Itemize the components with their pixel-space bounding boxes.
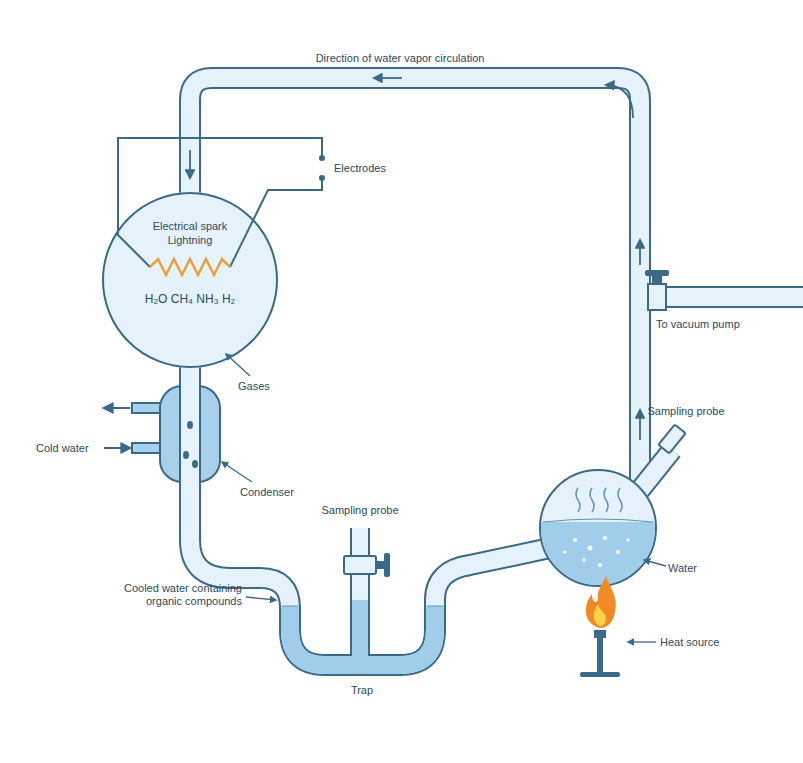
water-label: Water [668, 562, 697, 575]
boiling-flask-part-part [582, 558, 586, 562]
boiling-flask-part [543, 519, 653, 522]
trap-liquid-part [352, 600, 368, 665]
heat-source-label: Heat source [660, 636, 719, 649]
trap-valve-part [376, 561, 384, 569]
sampling-probe-label: Sampling probe [321, 504, 398, 517]
electrode-terminals-part [319, 175, 325, 181]
burner-part [597, 638, 603, 674]
boiling-flask-part-part [616, 550, 620, 554]
condenser-jacket-part [183, 451, 189, 459]
boiling-flask-part [658, 424, 685, 453]
return-tube-part [190, 360, 550, 665]
vacuum-valve-part [652, 276, 662, 284]
condenser-jacket [132, 380, 220, 488]
return-tube-part [352, 528, 368, 665]
condenser-jacket-part [132, 443, 162, 453]
flow-direction-label: Direction of water vapor circulation [316, 52, 485, 65]
flow-arrows-part [639, 410, 641, 440]
condenser-jacket-part [181, 380, 199, 488]
return-tube-part [350, 528, 370, 665]
return-tube [190, 360, 550, 665]
boiling-flask-part-part [563, 550, 566, 553]
boiling-flask-part [576, 488, 622, 512]
boiling-flask-part-part [603, 536, 607, 540]
boiling-flask-part-part [573, 538, 577, 542]
spark-label: Electrical spark Lightning [135, 220, 245, 248]
burner-part [580, 672, 620, 677]
electrode-wires-part [230, 180, 322, 267]
condenser-jacket-part [192, 460, 198, 468]
flow-arrows [190, 78, 640, 440]
spark-zigzag-part [150, 259, 230, 275]
electrode-terminals [319, 155, 325, 181]
boiling-flask-part [640, 450, 672, 490]
trap-liquid-part [282, 606, 443, 607]
sampling-probe-label: Sampling probe [647, 405, 724, 418]
water-flow-arrows-part [104, 447, 130, 449]
burner-part [594, 604, 606, 626]
leader-lines-part [246, 597, 276, 600]
spark-chamber-part [102, 192, 278, 368]
leader-lines-part [628, 641, 656, 642]
burner-part [594, 630, 606, 638]
boiling-flask-part [563, 536, 629, 567]
electrodes-label: Electrodes [334, 162, 386, 175]
cold-water-label: Cold water [36, 442, 89, 455]
water-flow-arrows [104, 408, 130, 448]
condenser-jacket-part [187, 421, 193, 429]
burner-part [586, 576, 616, 628]
flow-arrows-part [189, 150, 191, 178]
condenser-jacket-part [132, 403, 162, 413]
boiling-flask-part [640, 450, 672, 490]
trap-valve [344, 553, 390, 577]
flow-arrows-part [639, 240, 641, 265]
electrode-terminals-part [319, 155, 325, 161]
trap-label: Trap [351, 684, 373, 697]
boiling-flask-part-part [588, 546, 593, 551]
spark-zigzag [150, 259, 230, 275]
vacuum-valve [645, 270, 669, 310]
leader-lines-part [222, 462, 252, 482]
boiling-flask [535, 424, 686, 592]
vacuum-valve-part [645, 270, 669, 276]
condenser-label: Condenser [240, 486, 294, 499]
water-flow-arrows-part [104, 407, 130, 409]
boiling-flask-part-part [598, 563, 602, 567]
flow-arrows-part [374, 77, 402, 79]
sphere-outline [103, 193, 277, 367]
cooled-water-label: Cooled water containing organic compound… [92, 582, 242, 608]
sphere-outline [102, 192, 278, 368]
flow-arrows-part [606, 85, 633, 118]
gases-label: Gases [238, 380, 270, 393]
leader-lines-part [644, 560, 666, 566]
trap-valve-part [384, 553, 390, 577]
boiling-flask-part-part [626, 538, 630, 542]
gas-formulas: H₂O CH₄ NH₃ H₂ [115, 292, 265, 307]
spark-chamber [102, 192, 278, 368]
reaction-sphere: Electrical spark LightningH₂O CH₄ NH₃ H₂ [102, 192, 278, 368]
vacuum-pump-label: To vacuum pump [656, 318, 740, 331]
burner [580, 576, 620, 677]
return-tube-part [190, 360, 550, 665]
trap-valve-part [344, 556, 376, 574]
vacuum-valve-part [648, 284, 666, 310]
trap-liquid [282, 600, 443, 665]
vacuum-branch-part [631, 286, 649, 308]
leader-lines [222, 354, 666, 642]
boiling-flask-part [535, 522, 665, 592]
